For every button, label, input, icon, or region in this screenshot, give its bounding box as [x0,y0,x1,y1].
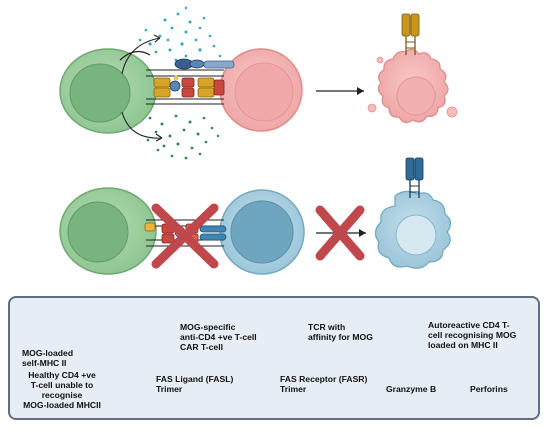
legend-label-fasr: FAS Receptor (FASR) Trimer [280,374,368,394]
synapse-top [146,58,235,105]
tcr-icon [401,13,420,55]
healthy-cell-splayed [374,190,452,269]
target-autoreactive-cell [219,48,303,132]
car-t-cell-bottom [59,187,157,275]
legend-label-mhc: MOG-loaded self-MHC II [22,348,74,368]
granzyme-dots [138,6,222,66]
tcr-icon-blue [405,157,424,198]
legend-label-perforins: Perforins [470,384,508,394]
legend-label-tcr: TCR with affinity for MOG [308,322,373,342]
legend-label-healthy-cell: Healthy CD4 +ve T-cell unable to recogni… [23,370,101,410]
legend-label-fasl: FAS Ligand (FASL) Trimer [156,374,234,394]
cross-icon [151,203,219,269]
release-arrows [121,34,163,142]
arrow-icon [316,87,364,95]
healthy-t-cell [219,189,305,275]
cross-icon-bottom [315,205,365,261]
apoptotic-cell-icon [367,48,458,124]
perforin-dots [146,114,220,160]
legend-label-autoreactive-cell: Autoreactive CD4 T- cell recognising MOG… [428,320,517,350]
legend-label-car-t-cell: MOG-specific anti-CD4 +ve T-cell CAR T-c… [180,322,257,352]
car-t-cell [59,48,157,134]
legend-panel [8,296,540,420]
legend-label-granzyme: Granzyme B [386,384,437,394]
